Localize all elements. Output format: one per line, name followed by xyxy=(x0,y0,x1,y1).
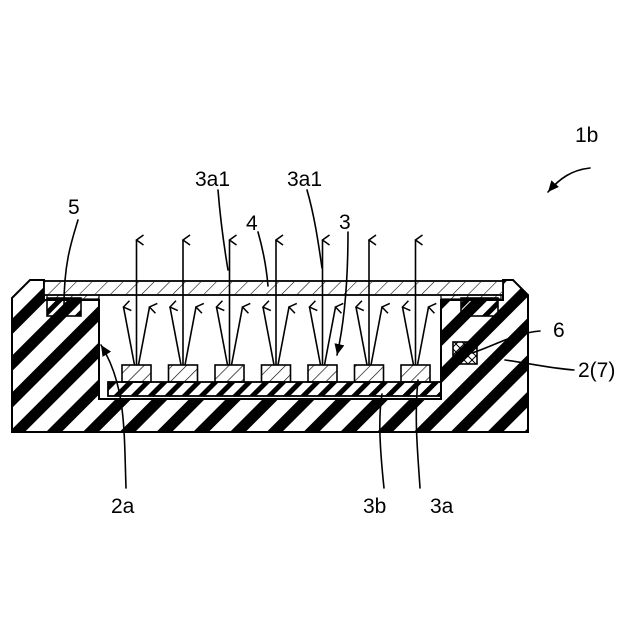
label-spacer: 6 xyxy=(553,319,565,342)
light-element xyxy=(355,365,384,382)
label-assembly: 1b xyxy=(575,124,598,147)
light-element xyxy=(122,365,151,382)
ray-right xyxy=(185,307,196,365)
leader-cover xyxy=(258,232,268,286)
light-element xyxy=(401,365,430,382)
light-elements xyxy=(122,365,430,382)
housing-body xyxy=(12,280,528,432)
ray-left xyxy=(356,307,367,365)
label-substrate: 3b xyxy=(363,495,386,518)
ray-left xyxy=(310,307,321,365)
ray-left xyxy=(217,307,228,365)
label-light-unit: 3 xyxy=(339,211,351,234)
label-cover: 4 xyxy=(246,212,258,235)
leader-assembly xyxy=(548,168,590,192)
substrate xyxy=(108,382,441,396)
light-element xyxy=(169,365,198,382)
ray-left xyxy=(263,307,274,365)
ray-right xyxy=(278,307,289,365)
ray-left xyxy=(403,307,414,365)
label-ray-left: 3a1 xyxy=(195,168,230,191)
ray-right xyxy=(325,307,336,365)
ray-right xyxy=(139,307,150,365)
light-rays xyxy=(124,240,429,365)
light-element xyxy=(215,365,244,382)
ray-left xyxy=(170,307,181,365)
leader-ray-right xyxy=(307,190,322,268)
label-ray-right: 3a1 xyxy=(287,168,322,191)
label-sealing: 5 xyxy=(68,196,80,219)
label-housing: 2(7) xyxy=(578,359,615,382)
cover-plate-hatch xyxy=(45,282,502,294)
light-element xyxy=(308,365,337,382)
label-element: 3a xyxy=(430,495,454,518)
ray-left xyxy=(124,307,135,365)
label-recess: 2a xyxy=(111,495,135,518)
sealing-right xyxy=(461,298,498,316)
leader-ray-left xyxy=(218,190,228,270)
light-element xyxy=(262,365,291,382)
ray-right xyxy=(418,307,429,365)
ray-right xyxy=(371,307,382,365)
ray-right xyxy=(232,307,243,365)
